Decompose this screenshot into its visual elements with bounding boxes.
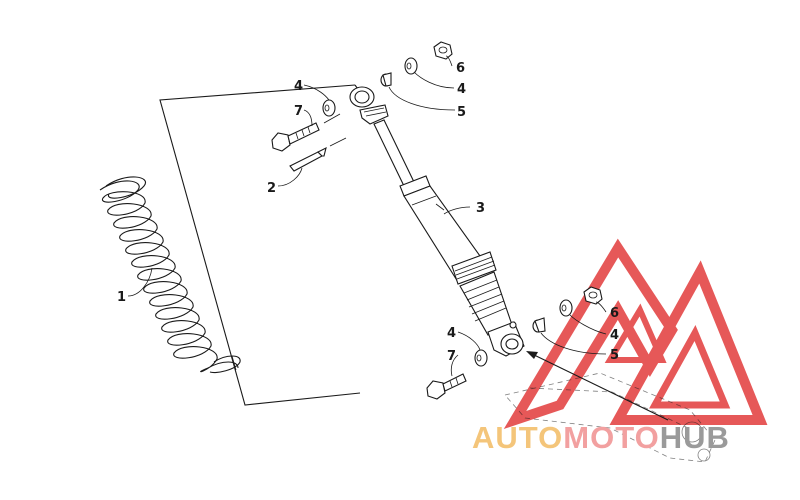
callout-washer-lower-right: 4 [610,328,619,343]
coil-spring [99,176,241,374]
control-arm-outline [504,372,716,463]
lower-bolt [426,373,467,400]
callout-washer-lower-left: 4 [447,326,456,341]
mount-arrow [526,351,669,421]
callout-nut-lower: 6 [610,306,619,321]
leader-lines [127,55,607,377]
lower-washer-right [559,299,573,317]
upper-bushing [380,72,392,87]
callout-washer-upper-right: 4 [457,82,466,97]
shock-absorber [349,86,525,357]
callout-washer-upper: 4 [294,79,303,94]
watermark-part-hub: HUB [660,420,730,455]
callout-bushing-upper: 5 [457,105,466,120]
callout-nut-upper: 6 [456,61,465,76]
callout-bushing-lower: 5 [610,348,619,363]
lower-nut [583,286,603,305]
lower-washer-left [474,349,488,367]
upper-washer-right [404,57,418,75]
assembly-frame [159,84,361,406]
watermark-text: AUTOMOTOHUB [472,420,730,455]
upper-bolt [271,113,341,152]
callout-pin: 2 [267,181,276,196]
watermark-part-auto: AUTO [472,420,563,455]
callout-bolt-upper: 7 [294,104,303,119]
callout-spring: 1 [117,290,126,305]
pin [289,137,347,172]
callout-shock: 3 [476,201,485,216]
upper-washer-left [322,99,336,117]
watermark-part-moto: MOTO [563,420,659,455]
lower-bushing [532,317,546,333]
upper-nut [433,41,453,60]
callout-bolt-lower: 7 [447,349,456,364]
watermark-logo [503,238,768,430]
